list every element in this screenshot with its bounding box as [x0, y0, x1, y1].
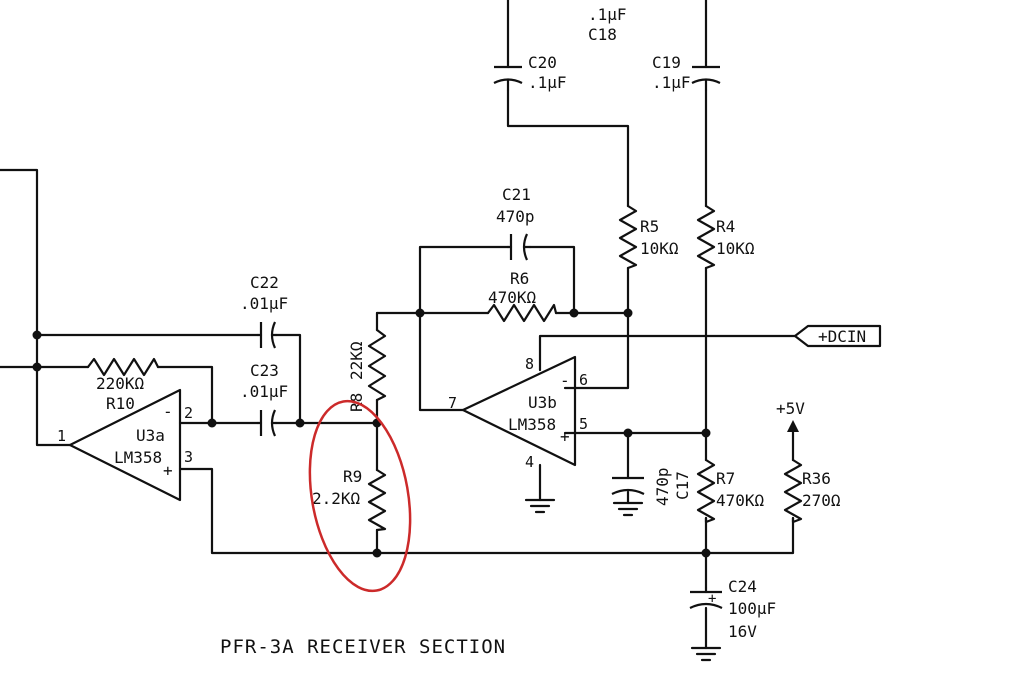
svg-text:4: 4 — [525, 453, 534, 471]
diagram-title: PFR-3A RECEIVER SECTION — [220, 636, 506, 658]
resistor-r10 — [86, 357, 160, 377]
svg-text:C18: C18 — [588, 25, 617, 44]
svg-text:R4: R4 — [716, 217, 735, 236]
svg-text:2: 2 — [184, 404, 193, 422]
capacitor-c23 — [256, 409, 278, 437]
svg-text:100µF: 100µF — [728, 599, 776, 618]
svg-text:.01µF: .01µF — [240, 294, 288, 313]
svg-text:10KΩ: 10KΩ — [640, 239, 679, 258]
svg-text:.1µF: .1µF — [528, 73, 567, 92]
svg-text:5: 5 — [579, 415, 588, 433]
u3b-part: LM358 — [508, 415, 556, 434]
junctions — [32, 308, 711, 558]
u3a-name: U3a — [136, 426, 165, 445]
svg-text:C20: C20 — [528, 53, 557, 72]
svg-text:2.2KΩ: 2.2KΩ — [312, 489, 361, 508]
u3b-name: U3b — [528, 393, 557, 412]
ground-icon — [612, 501, 644, 517]
svg-text:R7: R7 — [716, 469, 735, 488]
arrow-up-icon — [787, 420, 799, 432]
svg-text:R10: R10 — [106, 394, 135, 413]
svg-text:C21: C21 — [502, 185, 531, 204]
resistor-r36 — [783, 458, 803, 524]
svg-text:C19: C19 — [652, 53, 681, 72]
resistor-r4 — [696, 204, 716, 270]
svg-text:470KΩ: 470KΩ — [716, 491, 765, 510]
svg-text:C24: C24 — [728, 577, 757, 596]
svg-text:.01µF: .01µF — [240, 382, 288, 401]
capacitor-c21 — [506, 233, 532, 261]
resistor-r5 — [618, 204, 638, 270]
svg-text:+5V: +5V — [776, 399, 805, 418]
svg-text:.1µF: .1µF — [652, 73, 691, 92]
capacitor-c19 — [691, 60, 721, 92]
opamp-u3b: - + U3b LM358 7 6 5 4 8 — [448, 355, 588, 471]
svg-text:7: 7 — [448, 394, 457, 412]
svg-text:470KΩ: 470KΩ — [488, 288, 537, 307]
svg-text:10KΩ: 10KΩ — [716, 239, 755, 258]
svg-text:R9: R9 — [343, 467, 362, 486]
svg-text:6: 6 — [579, 371, 588, 389]
svg-text:C22: C22 — [250, 273, 279, 292]
svg-text:R6: R6 — [510, 269, 529, 288]
svg-text:C17: C17 — [673, 471, 692, 500]
wires — [0, 0, 797, 650]
svg-text:+DCIN: +DCIN — [818, 327, 866, 346]
svg-text:22KΩ: 22KΩ — [347, 341, 366, 380]
svg-text:R5: R5 — [640, 217, 659, 236]
u3a-part: LM358 — [114, 448, 162, 467]
highlight-ellipse — [308, 399, 412, 593]
ground-icon — [524, 498, 556, 514]
capacitor-c24: + — [689, 586, 723, 609]
svg-text:220KΩ: 220KΩ — [96, 374, 145, 393]
svg-text:3: 3 — [184, 448, 193, 466]
resistor-r9 — [367, 468, 387, 532]
svg-text:.1µF: .1µF — [588, 5, 627, 24]
dcin-connector — [793, 324, 882, 348]
capacitor-c22 — [256, 321, 278, 349]
component-labels: .1µF C18 C20 .1µF C19 .1µF C21 470p R5 1… — [96, 5, 866, 641]
svg-text:+: + — [560, 427, 570, 446]
opamp-u3a: - + U3a LM358 1 2 3 — [57, 388, 193, 502]
resistor-r6 — [486, 303, 558, 323]
svg-text:-: - — [560, 371, 570, 390]
svg-text:1: 1 — [57, 427, 66, 445]
ground-icon — [690, 646, 722, 662]
svg-text:16V: 16V — [728, 622, 757, 641]
svg-text:R36: R36 — [802, 469, 831, 488]
svg-text:270Ω: 270Ω — [802, 491, 841, 510]
svg-text:+: + — [163, 461, 173, 480]
svg-text:+: + — [708, 591, 716, 607]
capacitor-c17 — [611, 476, 645, 495]
svg-text:470p: 470p — [496, 207, 535, 226]
resistor-r8 — [367, 328, 387, 402]
svg-text:8: 8 — [525, 355, 534, 373]
svg-text:-: - — [163, 402, 173, 421]
svg-text:470p: 470p — [653, 467, 672, 506]
resistor-r7 — [696, 458, 716, 524]
capacitor-c20 — [493, 60, 523, 92]
svg-text:C23: C23 — [250, 361, 279, 380]
